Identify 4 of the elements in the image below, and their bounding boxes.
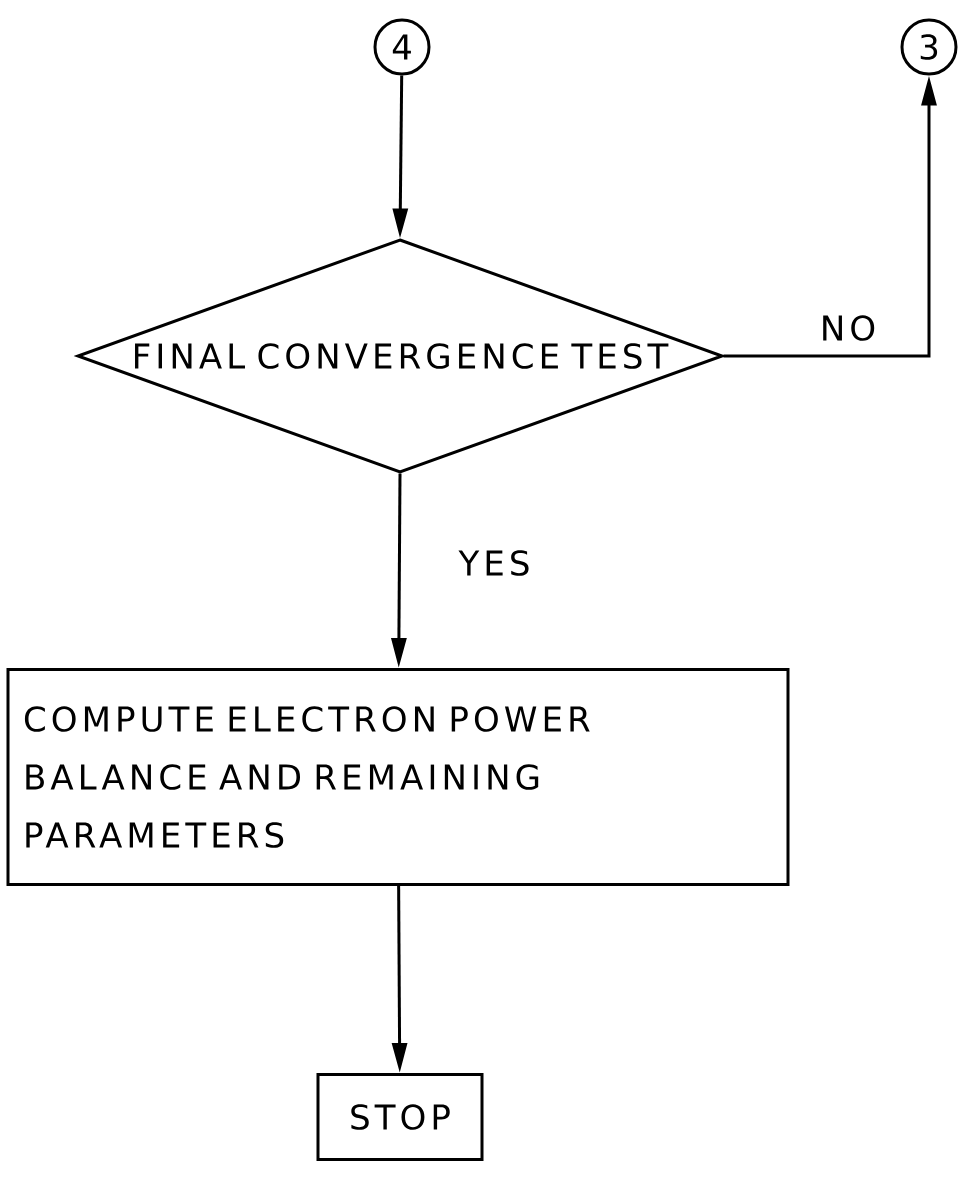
terminal-box: STOP: [316, 1073, 484, 1161]
process-box: COMPUTE ELECTRON POWER BALANCE AND REMAINING PARAMETERS: [6, 668, 790, 886]
edge-label: YES: [456, 548, 533, 578]
edge-label: NO: [817, 313, 879, 343]
